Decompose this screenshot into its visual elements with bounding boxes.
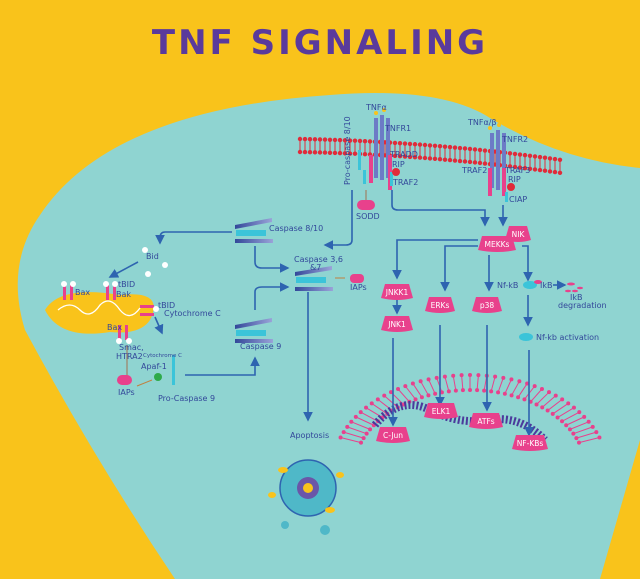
p38-node: p38 [472, 297, 502, 313]
elk1-node-label: ELK1 [432, 407, 451, 416]
nik-node-label: NIK [512, 230, 526, 239]
atfs-node: ATFs [469, 413, 503, 429]
label-caspase-and-7: &7 [310, 263, 321, 272]
nf-kbs-node-label: NF-KBs [517, 439, 544, 448]
label-ikb-degradation-1: IkB [570, 293, 582, 302]
label-cytochrome-c: Cytochrome C [164, 309, 221, 318]
label-tradd: TRADD [389, 150, 418, 159]
nik-node: NIK [505, 226, 531, 242]
label-bid: Bid [146, 252, 159, 261]
label-sodd: SODD [356, 212, 380, 221]
label-iaps-left: IAPs [118, 388, 135, 397]
iaps-protein [350, 274, 364, 283]
atfs-node-label: ATFs [477, 417, 494, 426]
label-tnfa-b: TNFα/β [467, 118, 497, 127]
tnfr1-receptor [357, 108, 400, 210]
jnkk1-node: JNKK1 [381, 284, 413, 300]
label-tnfr2: TNFR2 [501, 135, 528, 144]
mekks-node-label: MEKKs [485, 240, 510, 249]
label-traf2-1: TRAF2 [392, 178, 418, 187]
caspase-8-10 [235, 218, 273, 243]
label-tbid-2: tBID [158, 301, 175, 310]
label-bax-1: Bax [75, 288, 90, 297]
jnkk1-node-label: JNKK1 [385, 288, 409, 297]
mitochondrion [45, 247, 175, 385]
label-nf-kb-activation: Nf-kb activation [536, 333, 599, 342]
nuclear-membrane [338, 373, 602, 445]
c-jun-node: C-Jun [376, 427, 410, 443]
label-tnfr1: TNFR1 [384, 124, 411, 133]
label-bak: Bak [116, 290, 131, 299]
jnk1-node-label: JNK1 [387, 320, 406, 329]
label-cytochrome-c-2: Cytochrome C [143, 353, 182, 359]
label-traf3: TRAF3 [504, 166, 530, 175]
label-rip1: RIP [392, 160, 405, 169]
label-ciap: CIAP [509, 195, 527, 204]
label-ikb: IkB [540, 281, 552, 290]
label-traf2-2: TRAF2 [461, 166, 487, 175]
nfkb-protein [523, 281, 537, 289]
caspase-3-6-7 [295, 266, 333, 291]
c-jun-node-label: C-Jun [383, 431, 403, 440]
label-tnfa: TNFα [365, 103, 387, 112]
label-apoptosis: Apoptosis [290, 431, 329, 440]
label-htra2: HTRA2 [116, 352, 143, 361]
label-caspase-9: Caspase 9 [240, 342, 281, 351]
label-iaps-center: IAPs [350, 283, 367, 292]
label-apaf-1: Apaf-1 [141, 362, 167, 371]
label-nf-kb: Nf-kB [497, 281, 518, 290]
elk1-node: ELK1 [424, 403, 458, 419]
jnk1-node: JNK1 [381, 316, 413, 332]
label-bax-2: Bax [107, 323, 122, 332]
page-title: TNF SIGNALING [152, 23, 488, 63]
caspase-9 [235, 318, 273, 343]
nfkb-active-protein [519, 333, 533, 341]
label-caspase-8-10: Caspase 8/10 [269, 224, 323, 233]
iaps-protein-left [117, 375, 132, 385]
nf-kbs-node: NF-KBs [512, 435, 548, 451]
label-pro-caspase-8-10: Pro-caspase 8/10 [343, 116, 352, 185]
ikb-fragments [565, 282, 583, 293]
sodd-protein [357, 200, 375, 210]
label-pro-caspase-9: Pro-Caspase 9 [158, 394, 215, 403]
label-caspase-3-6: Caspase 3,6 [294, 255, 343, 264]
p38-node-label: p38 [480, 301, 495, 310]
dna-helix [371, 401, 548, 443]
erks-node-label: ERKs [431, 301, 450, 310]
tnfr2-receptor [488, 123, 515, 202]
label-rip2: RIP [508, 175, 521, 184]
label-ikb-degradation-2: degradation [558, 301, 607, 310]
erks-node: ERKs [425, 297, 455, 313]
ikb-protein [534, 280, 542, 284]
label-tbid-1: tBID [118, 280, 135, 289]
label-smac: Smac, [119, 343, 144, 352]
apoptotic-cell [268, 459, 344, 535]
